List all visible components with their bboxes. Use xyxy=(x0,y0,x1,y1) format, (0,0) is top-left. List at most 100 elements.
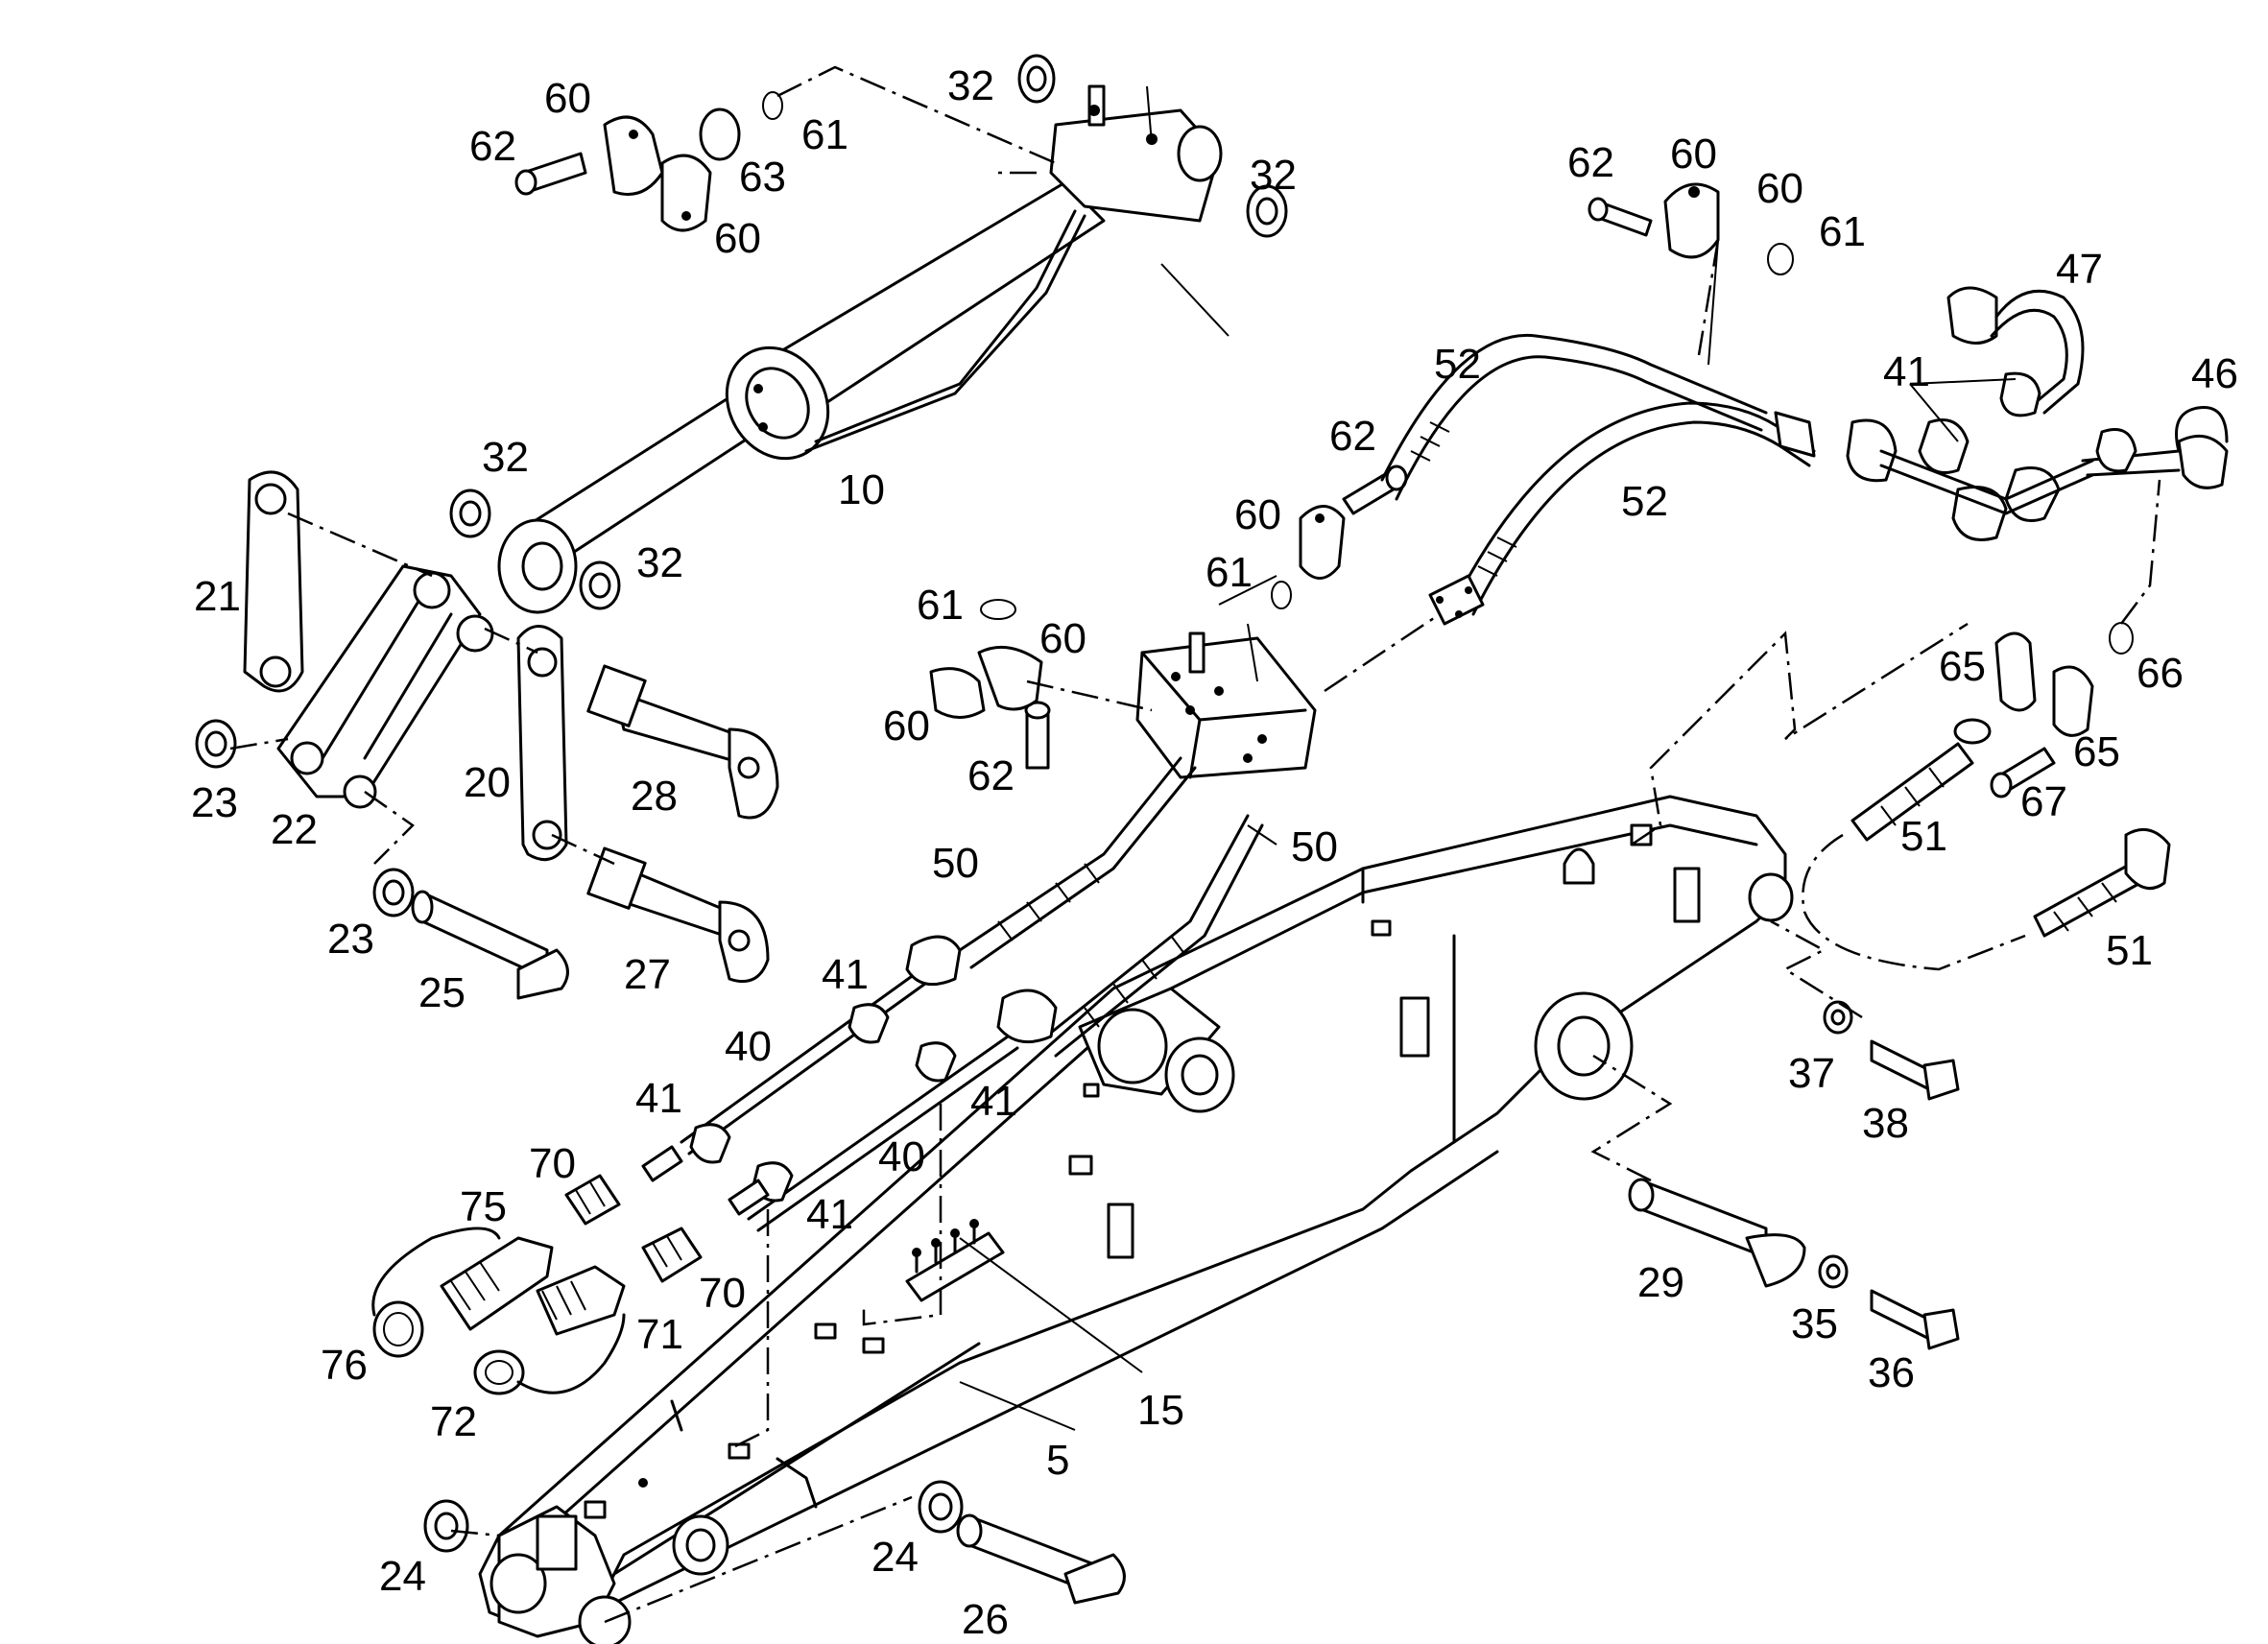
label-40: 40 xyxy=(878,1133,925,1180)
label-61: 61 xyxy=(917,582,964,629)
arm-body-5 xyxy=(478,795,1794,1644)
bolt-62-mid xyxy=(1342,465,1408,515)
flange-65-a xyxy=(1994,631,2037,712)
clamps-41-top xyxy=(1846,371,2137,541)
label-76: 76 xyxy=(321,1342,368,1389)
flange-60-top-a xyxy=(603,115,664,196)
label-40: 40 xyxy=(725,1023,772,1070)
label-65: 65 xyxy=(1939,643,1986,690)
label-24: 24 xyxy=(379,1553,426,1600)
bolt-36 xyxy=(1870,1289,1960,1350)
label-32: 32 xyxy=(947,62,994,109)
cap-72 xyxy=(473,1313,626,1395)
label-28: 28 xyxy=(631,773,678,820)
pipe-40-b xyxy=(728,989,1058,1232)
label-63: 63 xyxy=(739,154,786,201)
label-60: 60 xyxy=(714,215,761,262)
label-37: 37 xyxy=(1788,1050,1835,1097)
valve-block-lower xyxy=(1135,623,1317,779)
label-52: 52 xyxy=(1434,341,1481,388)
pin-28 xyxy=(586,664,779,820)
label-41: 41 xyxy=(1883,348,1930,395)
label-21: 21 xyxy=(194,573,241,620)
label-52: 52 xyxy=(1621,478,1668,525)
bolt-38 xyxy=(1870,1039,1960,1101)
oring-61-right xyxy=(1767,243,1794,275)
label-51: 51 xyxy=(1900,813,1947,860)
fitting-70-b xyxy=(641,1227,703,1283)
label-41: 41 xyxy=(970,1078,1017,1125)
pipe-46 xyxy=(2081,405,2229,489)
flange-60-mid xyxy=(1299,505,1346,580)
oring-66 xyxy=(2109,622,2134,655)
label-62: 62 xyxy=(1329,413,1376,460)
label-70: 70 xyxy=(699,1270,746,1317)
hose-50-a xyxy=(958,756,1197,969)
flange-60-lower-a xyxy=(929,667,986,719)
pin-25 xyxy=(411,890,569,1000)
label-62: 62 xyxy=(1567,139,1614,186)
label-66: 66 xyxy=(2137,650,2184,697)
hose-51-a xyxy=(1850,718,1992,842)
label-41: 41 xyxy=(822,951,869,998)
label-50: 50 xyxy=(932,840,979,887)
label-29: 29 xyxy=(1637,1259,1684,1306)
fitting-70-a xyxy=(564,1174,621,1226)
label-71: 71 xyxy=(636,1311,683,1358)
bolt-62-right xyxy=(1588,197,1653,237)
label-22: 22 xyxy=(271,806,318,853)
label-26: 26 xyxy=(962,1596,1009,1643)
label-41: 41 xyxy=(806,1191,853,1238)
link-21 xyxy=(243,470,304,693)
pin-29 xyxy=(1628,1178,1806,1288)
oring-61-top xyxy=(762,91,783,120)
washer-35 xyxy=(1818,1254,1849,1289)
coupler-75 xyxy=(440,1236,554,1331)
label-24: 24 xyxy=(871,1534,919,1581)
cap-63 xyxy=(699,107,741,161)
label-70: 70 xyxy=(529,1140,576,1187)
label-20: 20 xyxy=(464,759,511,806)
link-20 xyxy=(516,625,568,862)
flange-60-right-a xyxy=(1663,182,1720,259)
label-5: 5 xyxy=(1046,1437,1069,1484)
washer-32-top xyxy=(1017,54,1056,104)
flange-60-lower-b xyxy=(977,645,1043,711)
washer-23-a xyxy=(195,719,237,769)
label-10: 10 xyxy=(838,466,885,513)
label-60: 60 xyxy=(1756,165,1803,212)
washer-24-b xyxy=(918,1480,964,1534)
label-61: 61 xyxy=(801,111,848,158)
label-60: 60 xyxy=(1670,131,1717,178)
label-32: 32 xyxy=(482,434,529,481)
bolt-62-lower xyxy=(1024,701,1051,770)
label-36: 36 xyxy=(1868,1349,1915,1396)
part-labels: 32 60 62 61 63 60 32 62 60 60 61 47 52 4… xyxy=(191,62,2238,1643)
label-62: 62 xyxy=(469,123,516,170)
label-41: 41 xyxy=(635,1075,682,1122)
label-75: 75 xyxy=(460,1183,507,1230)
label-60: 60 xyxy=(883,703,930,750)
label-47: 47 xyxy=(2056,246,2103,293)
label-27: 27 xyxy=(624,951,671,998)
flange-60-top-b xyxy=(660,154,712,232)
label-60: 60 xyxy=(544,75,591,122)
hose-52-b xyxy=(1457,401,1816,616)
washer-24-a xyxy=(423,1499,469,1553)
pipe-40-a xyxy=(641,935,962,1182)
washer-32-lower xyxy=(579,560,621,610)
label-23: 23 xyxy=(327,916,374,963)
washer-23-b xyxy=(372,868,415,917)
label-35: 35 xyxy=(1791,1300,1838,1347)
flange-65-b xyxy=(2052,665,2094,737)
label-72: 72 xyxy=(430,1398,477,1445)
washer-32-left xyxy=(449,488,491,538)
label-38: 38 xyxy=(1862,1100,1909,1147)
valve-block-15 xyxy=(905,1219,1005,1302)
bolt-62-top xyxy=(514,152,587,196)
label-23: 23 xyxy=(191,779,238,826)
label-32: 32 xyxy=(636,539,683,586)
label-50: 50 xyxy=(1291,823,1338,870)
label-67: 67 xyxy=(2020,778,2067,825)
